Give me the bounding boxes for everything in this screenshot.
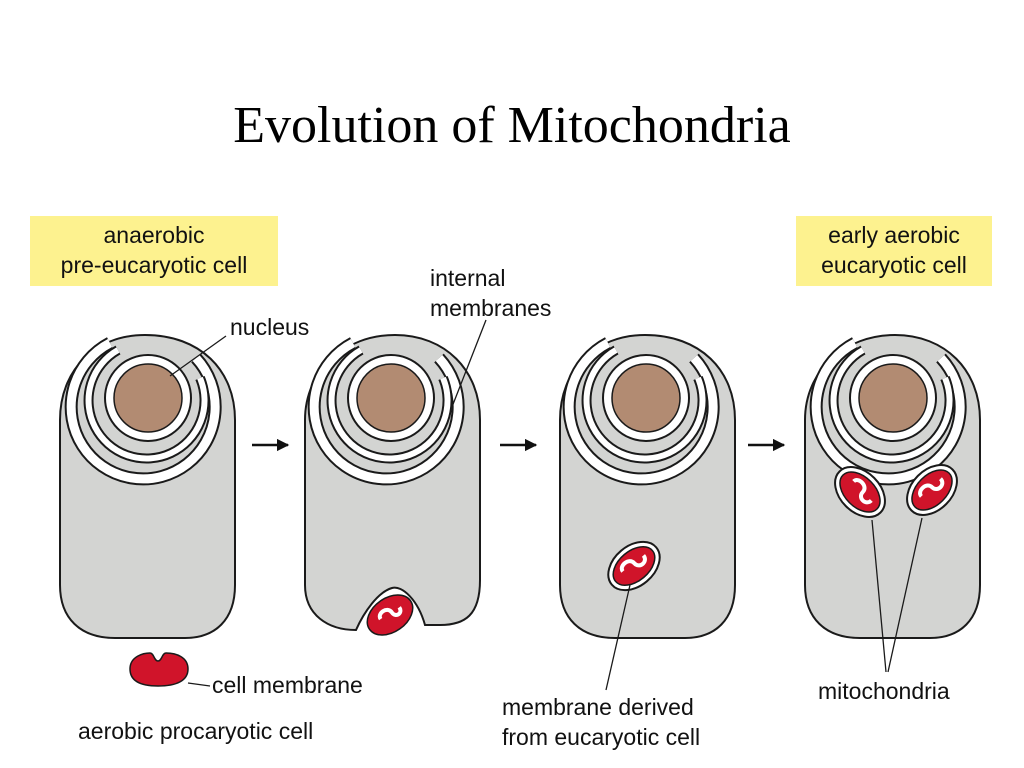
label-membrane-derived: membrane derived from eucaryotic cell <box>502 692 700 752</box>
leader-line-internal-membranes <box>449 319 487 413</box>
leader-line-mitochondria-a <box>871 519 887 673</box>
stage-label-anaerobic-line1: anaerobic <box>103 222 205 248</box>
stage-label-aerobic-line2: eucaryotic cell <box>821 252 967 278</box>
label-internal-membranes-line2: membranes <box>430 295 552 321</box>
leader-line-membrane-derived <box>605 584 631 691</box>
label-cell-membrane: cell membrane <box>212 672 363 698</box>
label-membrane-derived-line1: membrane derived <box>502 694 694 720</box>
engulfed-procaryote <box>366 594 414 636</box>
page-title: Evolution of Mitochondria <box>233 97 791 154</box>
label-internal-membranes-line1: internal <box>430 265 506 291</box>
stage-label-anaerobic: anaerobic pre-eucaryotic cell <box>30 216 278 286</box>
stage-label-aerobic-line1: early aerobic <box>828 222 960 248</box>
cell-stage-2 <box>304 333 481 636</box>
leader-line-nucleus <box>169 335 227 377</box>
leader-line-mitochondria-b <box>887 517 923 673</box>
label-membrane-derived-line2: from eucaryotic cell <box>502 724 701 750</box>
cell-stage-1 <box>59 333 236 639</box>
cell-stage-3 <box>559 333 736 639</box>
leader-line-cell-membrane <box>187 682 211 687</box>
cell-stage-4 <box>804 333 981 639</box>
stage-label-anaerobic-line2: pre-eucaryotic cell <box>60 252 248 278</box>
procaryote-icon <box>129 652 189 687</box>
stage-label-aerobic: early aerobic eucaryotic cell <box>796 216 992 286</box>
label-internal-membranes: internal membranes <box>430 263 551 323</box>
label-nucleus: nucleus <box>230 314 310 340</box>
label-mitochondria: mitochondria <box>818 678 950 704</box>
label-aerobic-procaryotic-cell: aerobic procaryotic cell <box>78 718 314 744</box>
